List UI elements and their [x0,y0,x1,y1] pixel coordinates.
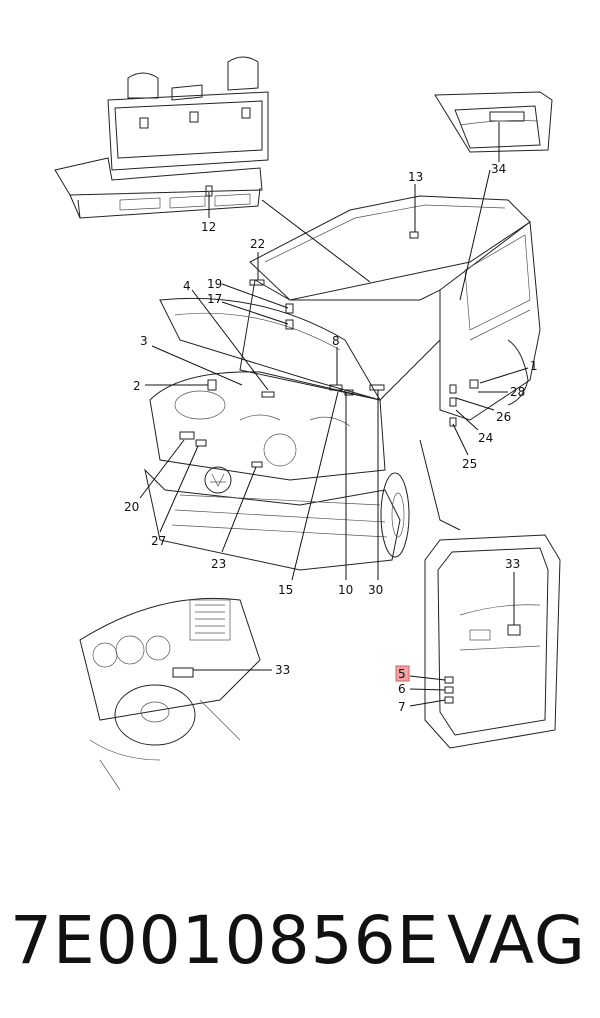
seat-leader-line [261,199,371,283]
callout-12-label: 12 [201,220,216,234]
callout-25: 25 [452,423,477,471]
dashboard-illustration [79,597,261,791]
callout-4-label: 4 [183,279,191,293]
callout-5: 5 [395,665,446,682]
callout-15-label: 15 [278,583,293,597]
door-illustration [424,534,561,749]
callout-1: 1 [479,359,538,384]
van-illustration [144,195,541,571]
callout-25-label: 25 [462,457,477,471]
glovebox-illustration [434,91,553,153]
callout-12: 12 [201,192,216,234]
glovebox-leader-line [459,169,491,301]
callout-8-label: 8 [332,334,340,348]
callout-30-label: 30 [368,583,383,597]
callout-6-label: 6 [398,682,406,696]
callout-33-door-label: 33 [505,557,520,571]
callout-27: 27 [151,445,199,548]
callout-26: 26 [455,397,511,424]
part-number: 7E0010856E [10,901,440,979]
callout-23: 23 [211,466,257,571]
callout-24-label: 24 [478,431,493,445]
callout-33-door: 33 [505,557,520,625]
callout-34-label: 34 [491,162,506,176]
callout-26-label: 26 [496,410,511,424]
callout-3: 3 [140,334,243,386]
callout-17-label: 17 [207,292,222,306]
callout-13: 13 [408,170,423,232]
callout-27-label: 27 [151,534,166,548]
parts-diagram: 1 2 3 4 5 6 7 8 10 12 13 15 [54,56,561,791]
callout-2-label: 2 [133,379,141,393]
callout-34: 34 [491,122,506,176]
callout-13-label: 13 [408,170,423,184]
callout-23-label: 23 [211,557,226,571]
callout-24: 24 [455,409,493,445]
callout-28: 28 [478,385,525,399]
callout-5-highlight [395,665,410,682]
callout-19: 19 [207,277,289,309]
callout-7-label: 7 [398,700,406,714]
callout-10: 10 [338,392,353,597]
callout-30: 30 [368,390,383,597]
part-footer: 7E0010856E VAG [0,895,600,985]
callout-28-label: 28 [510,385,525,399]
callout-7: 7 [398,699,446,714]
callout-33-dash: 33 [193,663,290,677]
callout-22-label: 22 [250,237,265,251]
callout-6: 6 [398,682,446,696]
callout-3-label: 3 [140,334,148,348]
callout-17: 17 [207,292,289,325]
callout-8: 8 [332,334,340,385]
callout-4: 4 [183,279,269,391]
callout-1-label: 1 [530,359,538,373]
rear-seat-illustration [54,56,269,219]
callout-19-label: 19 [207,277,222,291]
callout-33-dash-label: 33 [275,663,290,677]
brand-label: VAG [446,901,586,979]
callout-20: 20 [124,439,185,514]
callout-2: 2 [133,379,208,393]
callout-5-label: 5 [398,667,406,681]
callout-15: 15 [278,391,339,597]
callout-20-label: 20 [124,500,139,514]
callout-10-label: 10 [338,583,353,597]
callout-22: 22 [250,237,265,280]
